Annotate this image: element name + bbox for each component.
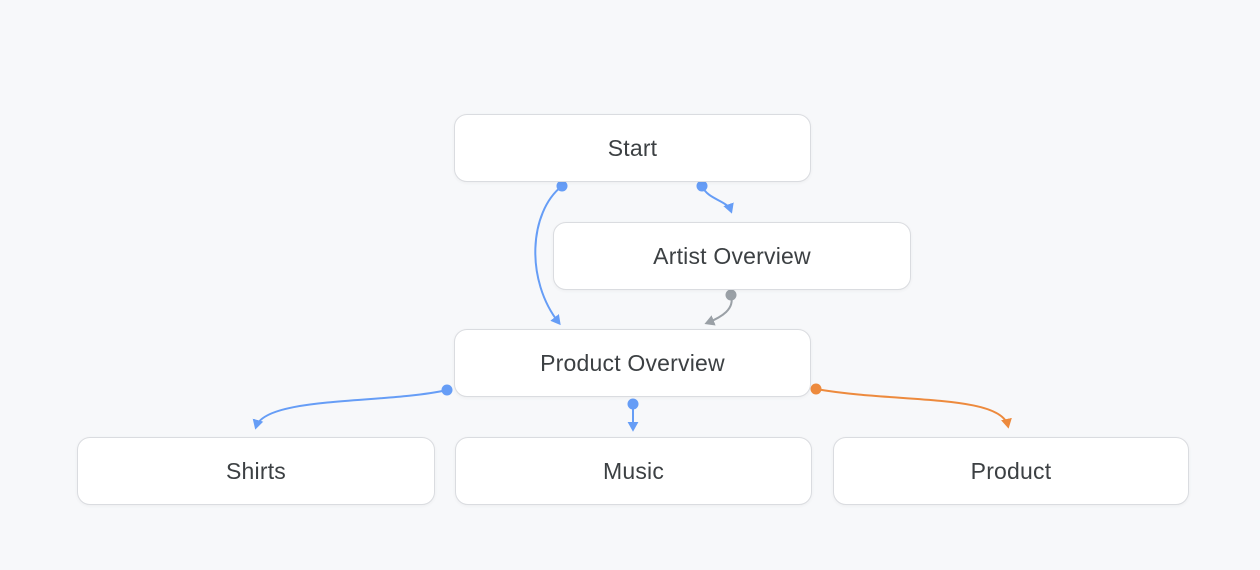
node-start-label: Start bbox=[607, 134, 658, 161]
edge-start-to-artist-overview[interactable] bbox=[701, 185, 734, 214]
node-artist-overview-label: Artist Overview bbox=[653, 242, 811, 269]
edge-handle-start-to-product-overview[interactable] bbox=[556, 180, 568, 192]
edge-start-to-product-overview[interactable] bbox=[534, 185, 563, 326]
node-music-label: Music bbox=[602, 457, 665, 484]
node-product[interactable]: Product bbox=[833, 437, 1189, 505]
node-product-overview-label: Product Overview bbox=[540, 349, 725, 376]
edge-handle-artist-overview-to-product-overview[interactable] bbox=[725, 289, 737, 301]
node-product-label: Product bbox=[970, 457, 1052, 484]
edge-handle-start-to-artist-overview[interactable] bbox=[696, 180, 708, 192]
node-shirts[interactable]: Shirts bbox=[77, 437, 435, 505]
edge-handle-product-overview-to-product[interactable] bbox=[810, 383, 822, 395]
node-artist-overview[interactable]: Artist Overview bbox=[553, 222, 911, 290]
edge-handle-product-overview-to-shirts[interactable] bbox=[441, 384, 453, 396]
edge-product-overview-to-product[interactable] bbox=[815, 388, 1012, 429]
edge-handle-product-overview-to-music[interactable] bbox=[627, 398, 639, 410]
node-shirts-label: Shirts bbox=[226, 457, 286, 484]
node-start[interactable]: Start bbox=[454, 114, 811, 182]
node-product-overview[interactable]: Product Overview bbox=[454, 329, 811, 397]
node-music[interactable]: Music bbox=[455, 437, 812, 505]
edge-product-overview-to-shirts[interactable] bbox=[252, 389, 448, 430]
